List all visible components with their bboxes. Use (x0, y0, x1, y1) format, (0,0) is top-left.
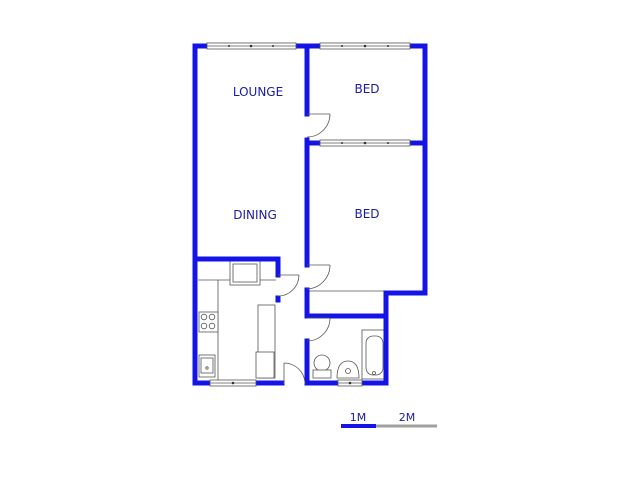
stove-icon (198, 311, 219, 333)
window-kitchen-bottom (209, 379, 257, 387)
scale-bar: 1M 2M (341, 411, 437, 428)
basin-icon (336, 360, 360, 379)
room-label-lounge: LOUNGE (233, 85, 283, 99)
window-bathroom-bottom (337, 379, 363, 387)
door-entrance (283, 362, 306, 385)
sink-icon (198, 354, 216, 378)
scale-label-1m: 1M (350, 411, 367, 424)
room-label-bed-1: BED (354, 82, 379, 96)
door-bathroom (306, 317, 331, 342)
door-bed-1 (306, 113, 331, 138)
window-lounge-top (206, 42, 297, 50)
walls (192, 43, 428, 386)
window-bed-middle (319, 139, 411, 147)
bathtub-icon (361, 329, 388, 380)
fridge-icon (229, 260, 261, 286)
toilet-icon (312, 354, 332, 379)
kitchen-unit (255, 351, 275, 379)
room-label-bed-2: BED (354, 207, 379, 221)
room-label-dining: DINING (233, 208, 277, 222)
scale-label-2m: 2M (399, 411, 416, 424)
door-bed-2 (306, 264, 331, 290)
door-kitchen (277, 274, 300, 297)
window-bed-top (319, 42, 411, 50)
